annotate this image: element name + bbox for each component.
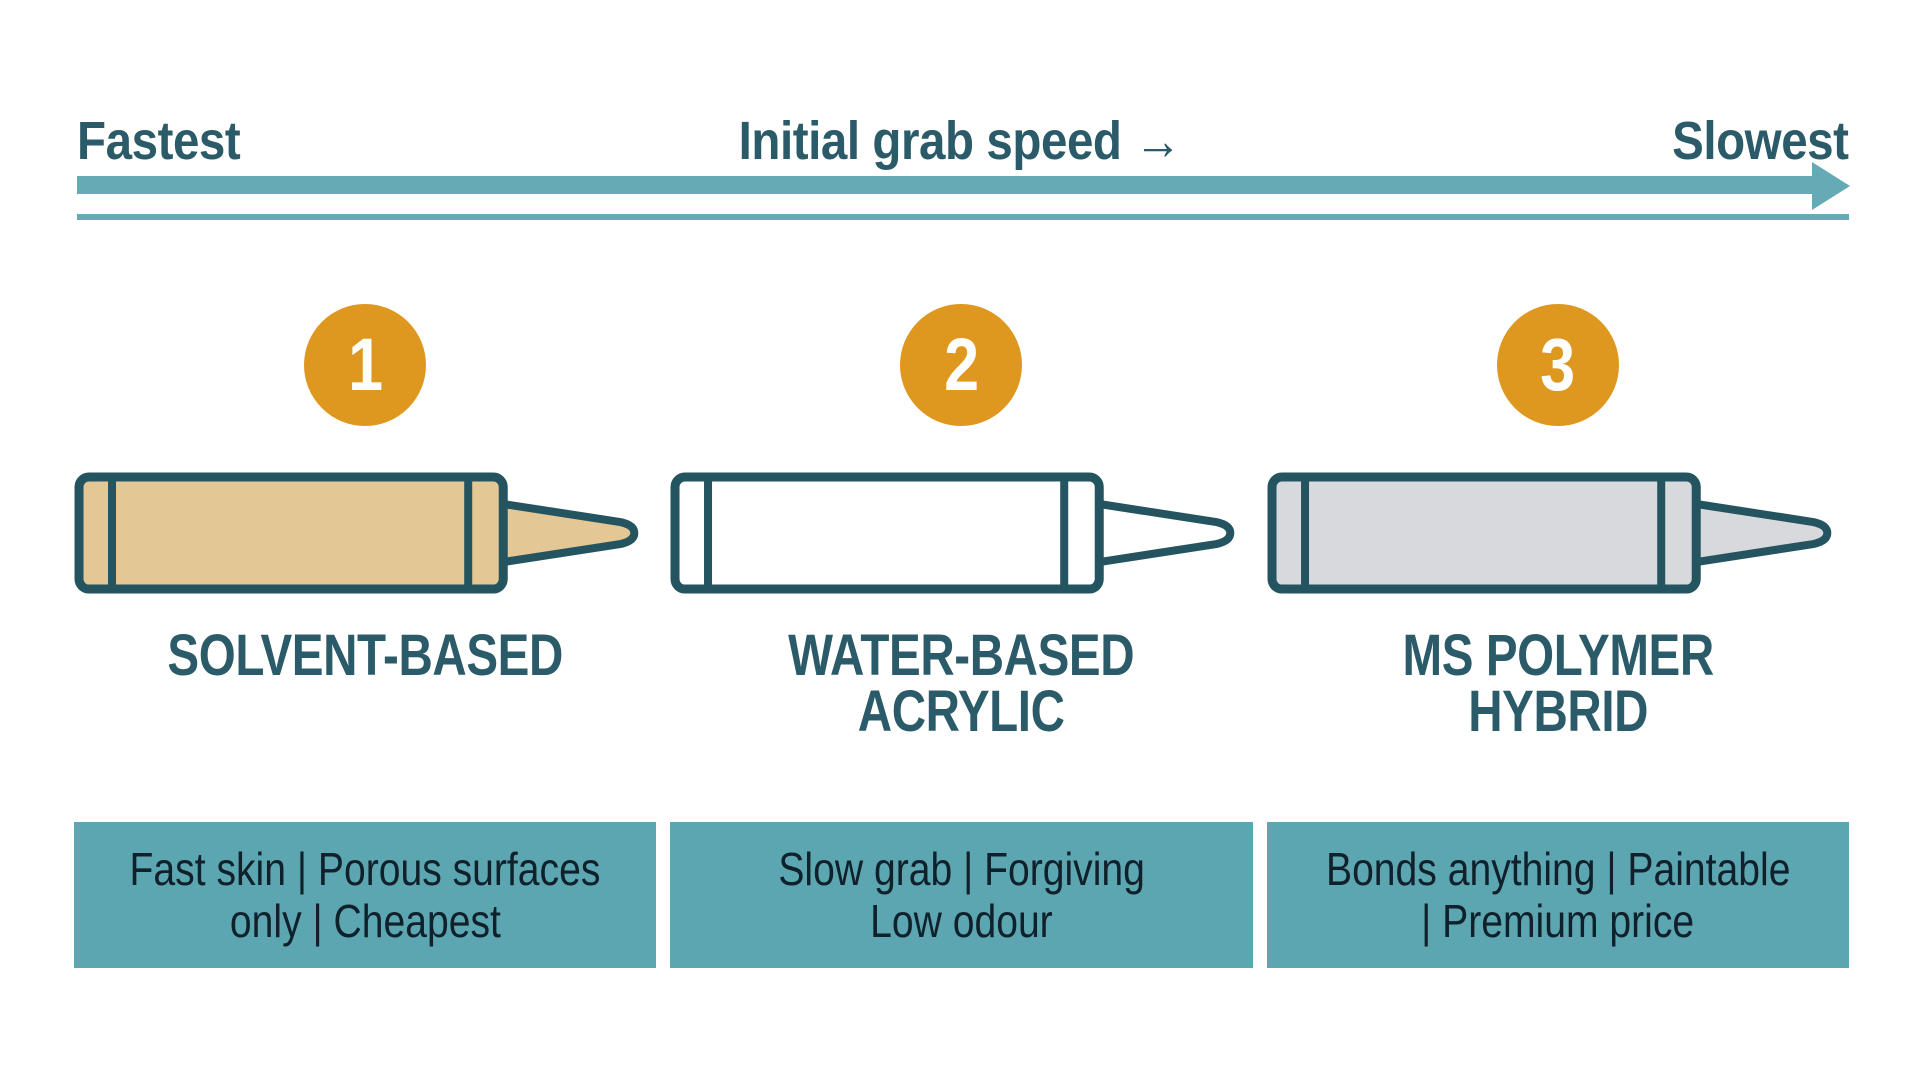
fastest-label: Fastest: [77, 111, 241, 171]
cartridge-icon: [670, 472, 1235, 594]
axis-underline: [77, 214, 1849, 220]
desc-line-2: | Premium price: [1421, 895, 1695, 947]
label-line-1: SOLVENT-BASED: [167, 623, 563, 688]
product-type-label: SOLVENT-BASED: [126, 623, 604, 688]
slowest-label: Slowest: [1672, 111, 1850, 171]
desc-line-1: Slow grab | Forgiving: [778, 843, 1145, 895]
description-box: Fast skin | Porous surfaces only | Cheap…: [74, 822, 657, 968]
description-box: Bonds anything | Paintable | Premium pri…: [1266, 822, 1849, 968]
cartridge-icon: [1267, 472, 1831, 594]
desc-line-2: Low odour: [870, 895, 1053, 947]
product-type-label: WATER-BASED ACRYLIC: [723, 623, 1201, 744]
desc-line-1: Bonds anything | Paintable: [1325, 843, 1791, 895]
cartridge-icon: [74, 472, 639, 594]
axis-title: Initial grab speed →: [738, 111, 1182, 171]
label-line-1: WATER-BASED: [788, 623, 1135, 688]
step-number: 2: [943, 323, 979, 406]
step-badge-1: 1: [304, 304, 427, 426]
label-line-1: MS POLYMER: [1402, 623, 1714, 688]
step-badge-3: 3: [1496, 304, 1619, 426]
desc-line-2: only | Cheapest: [229, 895, 501, 947]
step-badge-2: 2: [900, 304, 1023, 426]
desc-line-1: Fast skin | Porous surfaces: [129, 843, 601, 895]
step-number: 1: [347, 323, 383, 406]
label-line-2: HYBRID: [1467, 679, 1648, 744]
speed-arrow-shaft: [77, 176, 1816, 194]
product-columns: 1 SOLVENT-BASED Fast skin | Porous surfa…: [74, 0, 1849, 1072]
column-water-based-acrylic: 2 WATER-BASED ACRYLIC Slow grab | Forgiv…: [670, 0, 1253, 1072]
speed-arrow-head-icon: [1812, 162, 1850, 210]
label-line-2: ACRYLIC: [858, 679, 1065, 744]
step-number: 3: [1540, 323, 1576, 406]
column-ms-polymer-hybrid: 3 MS POLYMER HYBRID Bonds anything | Pai…: [1266, 0, 1849, 1072]
product-type-label: MS POLYMER HYBRID: [1319, 623, 1797, 744]
column-solvent-based: 1 SOLVENT-BASED Fast skin | Porous surfa…: [74, 0, 657, 1072]
description-box: Slow grab | Forgiving Low odour: [670, 822, 1253, 968]
